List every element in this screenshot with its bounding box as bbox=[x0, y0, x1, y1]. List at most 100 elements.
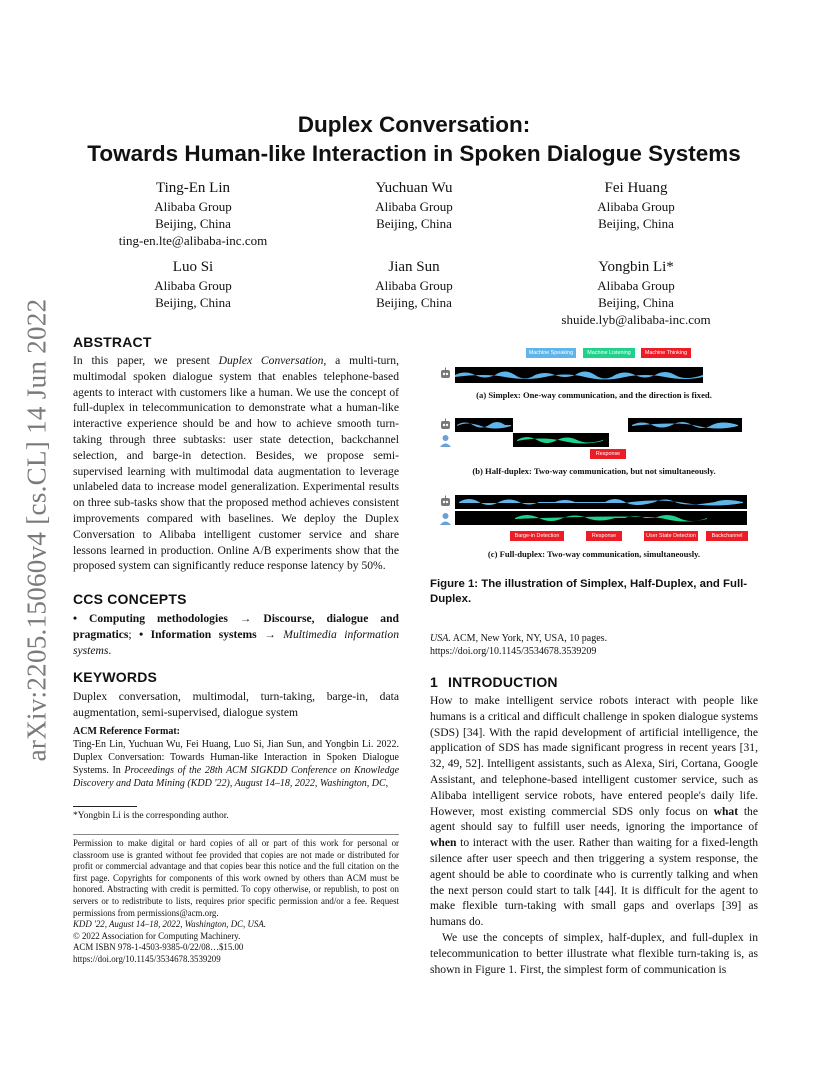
author-location: Beijing, China bbox=[376, 216, 452, 231]
author-name: Yongbin Li* bbox=[598, 259, 674, 275]
permission-isbn: ACM ISBN 978-1-4503-9385-0/22/08…$15.00 bbox=[73, 942, 244, 953]
figure-1: Machine Speaking Machine Listening Machi… bbox=[430, 345, 758, 567]
introduction-section: 1 INTRODUCTION How to make intelligent se… bbox=[430, 674, 758, 977]
author-block-3: Fei Huang Alibaba Group Beijing, China bbox=[526, 179, 746, 232]
legend-machine-thinking: Machine Thinking bbox=[641, 348, 691, 358]
abstract-text-b: , a multi-turn, multimodal spoken dialog… bbox=[73, 354, 399, 573]
keywords-text: Duplex conversation, multimodal, turn-ta… bbox=[73, 690, 399, 719]
ccs-concept-2-sub: Multimedia information systems bbox=[73, 627, 399, 657]
abstract-section: ABSTRACT In this paper, we present Duple… bbox=[73, 334, 399, 574]
author-block-4: Luo Si Alibaba Group Beijing, China bbox=[83, 258, 303, 311]
intro-p1-what: what bbox=[713, 804, 739, 818]
ccs-end: . bbox=[108, 643, 112, 657]
acm-ref-continued-text: USA. ACM, New York, NY, USA, 10 pages. h… bbox=[430, 632, 758, 658]
ccs-arrow: → bbox=[256, 627, 284, 641]
half-duplex-user-wave bbox=[513, 433, 609, 447]
intro-heading: 1 INTRODUCTION bbox=[430, 674, 758, 690]
permission-doi[interactable]: https://doi.org/10.1145/3534678.3539209 bbox=[73, 953, 221, 964]
wave-shape bbox=[459, 499, 743, 506]
intro-p1-when: when bbox=[430, 836, 457, 850]
subcaption-a: (a) Simplex: One-way communication, and … bbox=[476, 390, 712, 400]
author-block-1: Ting-En Lin Alibaba Group Beijing, China… bbox=[83, 179, 303, 249]
wave-shape bbox=[515, 515, 707, 522]
acm-ref-continued: USA. ACM, New York, NY, USA, 10 pages. h… bbox=[430, 632, 758, 658]
acm-ref-continued-rest: ACM, New York, NY, USA, 10 pages. https:… bbox=[430, 633, 608, 657]
subcaption-c: (c) Full-duplex: Two-way communication, … bbox=[487, 549, 701, 559]
figure-caption: Figure 1: The illustration of Simplex, H… bbox=[430, 578, 748, 605]
simplex-waveform bbox=[455, 367, 703, 383]
subcaption-b: (b) Half-duplex: Two-way communication, … bbox=[472, 466, 716, 476]
intro-number: 1 bbox=[430, 674, 438, 690]
acm-ref-text-a: Ting-En Lin, Yuchuan Wu, Fei Huang, Luo … bbox=[73, 739, 399, 777]
footnote: *Yongbin Li is the corresponding author. bbox=[73, 811, 229, 821]
intro-paragraph-2: We use the concepts of simplex, half-dup… bbox=[430, 930, 758, 976]
title-line-1: Duplex Conversation: bbox=[297, 112, 531, 137]
tag-response: Response bbox=[590, 449, 626, 459]
ccs-concept-2: • Information systems bbox=[139, 627, 257, 641]
author-org: Alibaba Group bbox=[597, 199, 675, 214]
wave-shape bbox=[632, 422, 738, 429]
intro-p1-c: to interact with the user. Rather than w… bbox=[430, 836, 758, 929]
user-icon bbox=[440, 435, 451, 447]
legend-machine-speaking: Machine Speaking bbox=[526, 348, 576, 358]
author-block-6: Yongbin Li* Alibaba Group Beijing, China… bbox=[526, 258, 746, 328]
keywords-heading: KEYWORDS bbox=[73, 669, 158, 685]
author-name: Luo Si bbox=[172, 259, 214, 275]
acm-ref-heading: ACM Reference Format: bbox=[73, 726, 180, 737]
tag-response: Response bbox=[586, 531, 622, 541]
tag-barge-in-detection: Barge-in Detection bbox=[510, 531, 564, 541]
robot-icon bbox=[441, 418, 450, 429]
tag-user-state-detection: User State Detection bbox=[644, 531, 698, 541]
robot-icon bbox=[441, 495, 450, 506]
acm-ref-continued-em: USA. bbox=[430, 633, 451, 644]
author-name: Jian Sun bbox=[388, 259, 440, 275]
author-name: Fei Huang bbox=[604, 180, 668, 196]
author-location: Beijing, China bbox=[598, 216, 674, 231]
robot-icon bbox=[441, 367, 450, 378]
full-duplex-machine-wave bbox=[455, 495, 747, 509]
author-location: Beijing, China bbox=[598, 295, 674, 310]
abstract-heading: ABSTRACT bbox=[73, 334, 152, 350]
permission-rule bbox=[73, 834, 399, 835]
intro-p1-a: How to make intelligent service robots i… bbox=[430, 694, 758, 818]
legend-machine-listening: Machine Listening bbox=[583, 348, 635, 358]
permission-block: Permission to make digital or hard copie… bbox=[73, 838, 399, 966]
permission-venue: KDD '22, August 14–18, 2022, Washington,… bbox=[73, 919, 266, 930]
acm-reference: ACM Reference Format: Ting-En Lin, Yuchu… bbox=[73, 726, 399, 790]
intro-p1-b: the agent should say to fulfill user nee… bbox=[430, 804, 759, 834]
permission-text: Permission to make digital or hard copie… bbox=[73, 838, 399, 918]
author-org: Alibaba Group bbox=[154, 278, 232, 293]
user-icon bbox=[440, 513, 451, 525]
abstract-text: In this paper, we present Duplex Convers… bbox=[73, 353, 399, 574]
abstract-text-em: Duplex Conversation bbox=[218, 354, 324, 367]
author-org: Alibaba Group bbox=[154, 199, 232, 214]
wave-shape bbox=[517, 437, 603, 444]
intro-title: INTRODUCTION bbox=[448, 674, 558, 690]
author-name: Ting-En Lin bbox=[155, 180, 231, 196]
title-line-2: Towards Human-like Interaction in Spoken… bbox=[87, 141, 741, 166]
author-name: Yuchuan Wu bbox=[375, 180, 453, 196]
full-duplex-user-wave bbox=[455, 511, 747, 525]
author-email[interactable]: ting-en.lte@alibaba-inc.com bbox=[118, 233, 268, 248]
ccs-text: • Computing methodologies → Discourse, d… bbox=[73, 611, 399, 658]
half-duplex-machine-wave-1 bbox=[455, 418, 513, 432]
ccs-heading: CCS CONCEPTS bbox=[73, 591, 187, 607]
abstract-text-a: In this paper, we present bbox=[73, 354, 219, 367]
intro-paragraph-1: How to make intelligent service robots i… bbox=[430, 693, 758, 930]
simplex-wave-shape bbox=[455, 371, 703, 380]
author-org: Alibaba Group bbox=[375, 278, 453, 293]
author-location: Beijing, China bbox=[155, 295, 231, 310]
author-location: Beijing, China bbox=[155, 216, 231, 231]
author-org: Alibaba Group bbox=[597, 278, 675, 293]
paper-title: Duplex Conversation: Towards Human-like … bbox=[0, 110, 828, 168]
author-email[interactable]: shuide.lyb@alibaba-inc.com bbox=[561, 312, 711, 327]
acm-ref-text: Ting-En Lin, Yuchuan Wu, Fei Huang, Luo … bbox=[73, 738, 399, 790]
keywords-section: KEYWORDS Duplex conversation, multimodal… bbox=[73, 669, 399, 721]
ccs-concept-1: • Computing methodologies → Discourse, d… bbox=[73, 612, 399, 641]
arxiv-stamp: arXiv:2205.15060v4 [cs.CL] 14 Jun 2022 bbox=[16, 299, 58, 762]
ccs-section: CCS CONCEPTS • Computing methodologies →… bbox=[73, 591, 399, 658]
permission-copyright: © 2022 Association for Computing Machine… bbox=[73, 930, 241, 941]
tag-backchannel: Backchannel bbox=[706, 531, 748, 541]
wave-shape bbox=[457, 422, 511, 429]
author-block-2: Yuchuan Wu Alibaba Group Beijing, China bbox=[304, 179, 524, 232]
